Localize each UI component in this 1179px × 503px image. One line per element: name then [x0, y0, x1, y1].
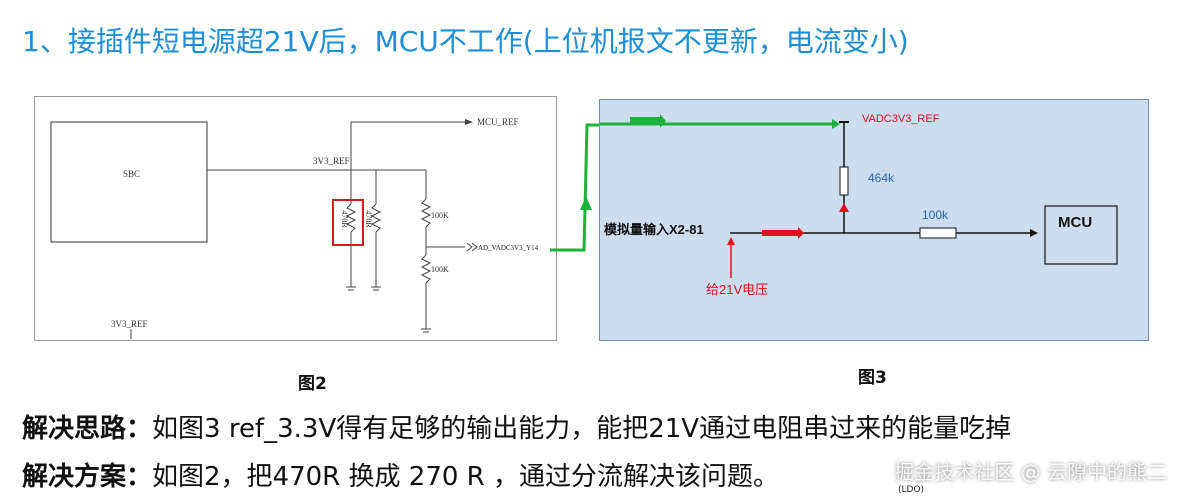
ldo-note: (LDO) [898, 485, 925, 495]
net-label-3v3-ref-top: 3V3_REF [313, 156, 350, 166]
figure-2-caption: 图2 [298, 374, 327, 394]
resistor-100k-bottom [420, 254, 432, 284]
green-arrowhead-ref [832, 119, 840, 129]
resistor-100k-top-label: 100K [431, 211, 449, 220]
net-label-mcu-ref: MCU_REF [477, 117, 519, 127]
arrow-adc-2 [471, 242, 478, 252]
figure-3-circuit: VADC3V3_REF 464k 100k MCU 模拟量输入X2-81 给21… [599, 99, 1149, 341]
net-label-3v3-ref-bottom: 3V3_REF [111, 319, 148, 329]
resistor-100k-label: 100k [922, 208, 949, 222]
green-connection-arrow [550, 123, 602, 252]
mcu-label: MCU [1058, 214, 1092, 231]
solution-idea-text: 如图3 ref_3.3V得有足够的输出能力，能把21V通过电阻串过来的能量吃掉 [152, 414, 1012, 444]
resistor-470r-b [370, 203, 382, 233]
resistor-464k-label: 464k [868, 171, 895, 185]
red-input-arrowhead [727, 237, 735, 245]
resistor-100k [919, 227, 957, 239]
solution-idea-line: 解决思路：如图3 ref_3.3V得有足够的输出能力，能把21V通过电阻串过来的… [22, 408, 1011, 445]
solution-idea-heading: 解决思路： [22, 414, 153, 444]
page-title: 1、接插件短电源超21V后，MCU不工作(上位机报文不更新，电流变小) [22, 25, 909, 58]
arrow-adc-1 [466, 242, 473, 252]
watermark: 掘金技术社区 @ 云隙中的熊二 [894, 460, 1167, 484]
figure-2-schematic: SBC 3V3_REF MCU_REF 470R 470R 100K 100K [34, 96, 557, 341]
vadc-ref-label: VADC3V3_REF [862, 113, 940, 125]
red-current-arrow [762, 227, 804, 239]
green-arrowhead-link [580, 196, 592, 210]
green-wire-link [550, 123, 602, 252]
solution-plan-line: 解决方案：如图2，把470R 换成 270 R ，通过分流解决该问题。 [22, 456, 779, 493]
mcu-block [1044, 205, 1118, 265]
resistor-100k-top [420, 198, 432, 228]
resistor-464k [839, 166, 849, 196]
sbc-label: SBC [123, 169, 140, 179]
apply-voltage-label: 给21V电压 [706, 282, 768, 297]
resistor-100k-bottom-label: 100K [431, 265, 449, 274]
figure-3-caption: 图3 [858, 368, 887, 388]
arrow-mcu-ref [465, 119, 473, 125]
resistor-470r-a [345, 203, 357, 233]
figure-3-svg: VADC3V3_REF 464k 100k MCU 模拟量输入X2-81 给21… [600, 113, 1118, 297]
analog-input-label: 模拟量输入X2-81 [604, 222, 704, 237]
sbc-block [50, 121, 208, 243]
resistor-470r-b-label: 470R [364, 210, 373, 228]
solution-plan-text: 如图2，把470R 换成 270 R ，通过分流解决该问题。 [152, 462, 779, 492]
resistor-470r-a-label: 470R [340, 210, 349, 228]
highlight-box-470r [332, 199, 364, 246]
net-label-adc: AD_VADC3V3_Y14 [478, 244, 539, 252]
solution-plan-heading: 解决方案： [22, 462, 153, 492]
green-current-arrow [630, 114, 666, 128]
arrowhead-mcu [1030, 229, 1038, 237]
figure-2-svg: SBC 3V3_REF MCU_REF 470R 470R 100K 100K [50, 117, 539, 339]
red-arrow-up [839, 203, 849, 212]
